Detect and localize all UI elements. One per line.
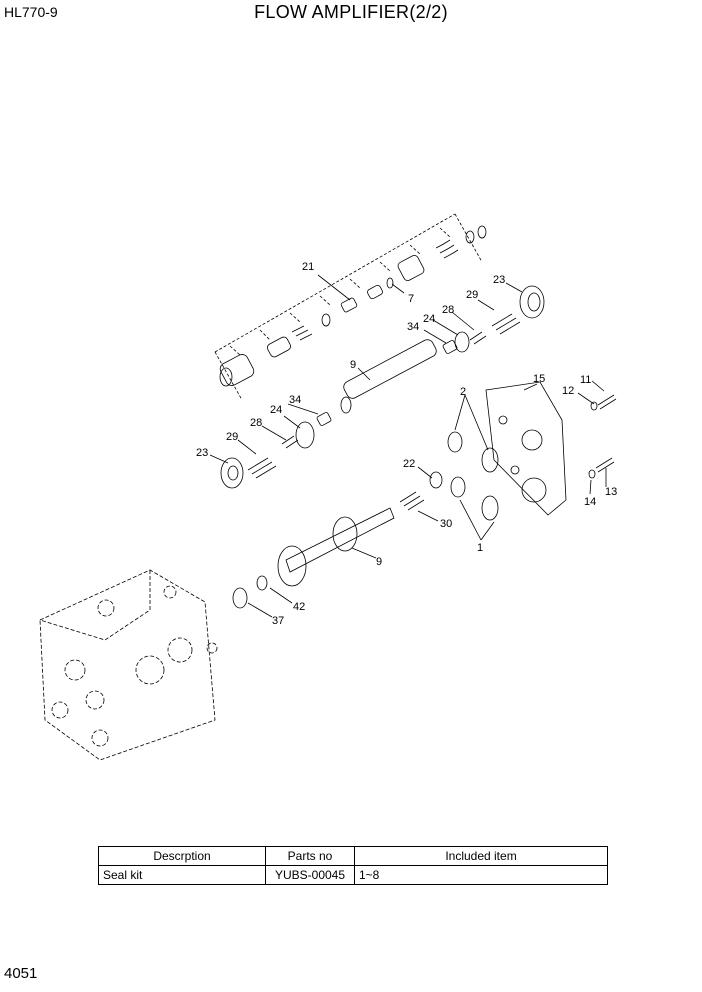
callout-30: 30 [440, 518, 452, 530]
callout-1: 1 [477, 542, 483, 554]
callout-34-lower: 34 [289, 394, 301, 406]
callout-11: 11 [580, 374, 591, 386]
lower-spool-assembly [232, 471, 443, 609]
callout-13: 13 [605, 486, 617, 498]
callout-24: 24 [423, 313, 435, 325]
callout-9-lower: 9 [376, 556, 382, 568]
callout-29-lower: 29 [226, 431, 238, 443]
col-parts-no: Parts no [265, 846, 355, 866]
col-included-item: Included item [354, 846, 608, 866]
callout-21: 21 [302, 261, 314, 273]
callout-37: 37 [272, 615, 284, 627]
callout-15: 15 [533, 373, 545, 385]
callout-23-lower: 23 [196, 447, 208, 459]
callout-2: 2 [460, 386, 466, 398]
valve-body [39, 569, 218, 761]
leader-lines [209, 274, 607, 618]
callout-28-lower: 28 [250, 417, 262, 429]
model-code: HL770-9 [4, 4, 58, 20]
cell-included-item: 1~8 [354, 865, 608, 885]
col-description: Descrption [98, 846, 266, 866]
callout-29: 29 [466, 289, 478, 301]
cover-plate [447, 381, 617, 521]
callout-22: 22 [403, 458, 415, 470]
page-number: 4051 [4, 965, 38, 982]
upper-parts [219, 225, 545, 414]
cell-description: Seal kit [98, 865, 266, 885]
callout-7: 7 [408, 293, 414, 305]
callout-labels: 21 7 23 29 28 24 34 9 15 11 12 2 24 34 2… [196, 261, 617, 627]
table-row: Seal kit YUBS-00045 1~8 [98, 865, 608, 885]
callout-12: 12 [562, 385, 574, 397]
callout-9-upper: 9 [350, 359, 356, 371]
lower-left-parts [220, 412, 332, 489]
seal-kit-table: Descrption Parts no Included item Seal k… [98, 846, 608, 885]
upper-spool-assembly [214, 213, 483, 401]
callout-42: 42 [293, 601, 305, 613]
table-header-row: Descrption Parts no Included item [98, 846, 608, 866]
callout-14: 14 [584, 496, 596, 508]
callout-28: 28 [442, 304, 454, 316]
callout-24-lower: 24 [270, 404, 282, 416]
callout-34: 34 [407, 321, 419, 333]
page-title: FLOW AMPLIFIER(2/2) [254, 2, 448, 22]
callout-23: 23 [493, 274, 505, 286]
cell-parts-no: YUBS-00045 [265, 865, 355, 885]
